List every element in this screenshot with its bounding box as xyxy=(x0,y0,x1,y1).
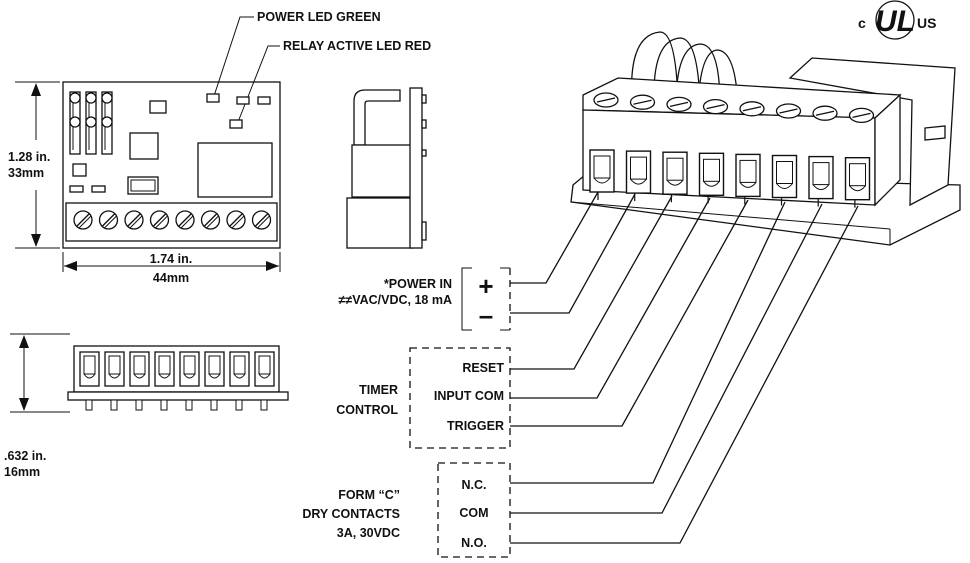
iso-screw xyxy=(775,103,802,119)
iso-screw xyxy=(739,101,765,117)
iso-screw xyxy=(666,96,692,113)
dimension-top-view: 1.28 in. 33mm 1.74 in. 44mm xyxy=(8,81,281,285)
terminal-screw xyxy=(200,210,221,230)
pin xyxy=(185,399,193,411)
terminal-screw xyxy=(73,210,93,230)
no-label: N.O. xyxy=(461,536,487,550)
iso-screw xyxy=(848,107,875,124)
pin xyxy=(260,399,268,411)
com-label: COM xyxy=(459,506,488,520)
pin xyxy=(160,399,168,411)
connection-wires xyxy=(510,191,859,544)
input-com-label: INPUT COM xyxy=(434,389,504,403)
nc-label: N.C. xyxy=(462,478,487,492)
iso-slot xyxy=(735,153,761,198)
width-inches: 1.74 in. xyxy=(150,252,192,266)
terminal-slot xyxy=(154,351,175,387)
depth-inches: .632 in. xyxy=(4,449,46,463)
iso-slot xyxy=(625,150,652,194)
iso-screw xyxy=(593,92,619,108)
pin xyxy=(235,399,243,411)
control-label: CONTROL xyxy=(336,403,398,417)
iso-screw xyxy=(812,105,838,121)
terminal-screw xyxy=(149,210,170,230)
depth-mm: 16mm xyxy=(4,465,40,479)
isometric-wire-leads xyxy=(597,192,856,208)
iso-slot xyxy=(771,154,798,199)
ul-certification-mark: c UL US xyxy=(858,0,936,40)
board-top-view xyxy=(62,81,281,249)
terminal-slot xyxy=(79,351,100,387)
terminal-slot xyxy=(129,351,150,387)
terminal-block-isometric xyxy=(570,31,961,246)
iso-slot xyxy=(662,151,688,195)
board-side-view xyxy=(346,87,427,249)
timer-label: TIMER xyxy=(359,383,398,397)
terminal-slot xyxy=(204,351,225,387)
ul-us-label: US xyxy=(917,15,936,31)
trigger-label: TRIGGER xyxy=(447,419,504,433)
reset-label: RESET xyxy=(462,361,504,375)
terminal-screw xyxy=(124,210,144,230)
power-spec-label: ≠≠VAC/VDC, 18 mA xyxy=(338,293,452,307)
height-mm: 33mm xyxy=(8,166,44,180)
dimension-depth: .632 in. 16mm xyxy=(4,333,70,479)
iso-screw xyxy=(629,94,656,110)
ul-logo-text: UL xyxy=(875,5,915,38)
iso-screw xyxy=(702,98,729,115)
iso-slot xyxy=(808,155,834,200)
top-view-terminal-screws xyxy=(73,210,272,230)
timer-control-group: TIMER CONTROL RESET INPUT COM TRIGGER xyxy=(336,347,511,449)
front-view-pins xyxy=(85,399,268,411)
led-callouts: POWER LED GREEN RELAY ACTIVE LED RED xyxy=(213,10,431,123)
iso-slot xyxy=(844,156,871,201)
ul-c-label: c xyxy=(858,15,866,31)
width-mm: 44mm xyxy=(153,271,189,285)
iso-slot xyxy=(589,149,615,193)
pin xyxy=(85,399,93,411)
plus-terminal-label: + xyxy=(478,271,493,301)
contact-rating-label: 3A, 30VDC xyxy=(337,526,400,540)
terminal-screw xyxy=(251,210,272,230)
minus-terminal-label: – xyxy=(479,300,493,330)
pin xyxy=(210,399,218,411)
power-led-callout: POWER LED GREEN xyxy=(257,10,381,24)
isometric-terminal-slots xyxy=(589,149,871,201)
form-c-label: FORM “C” xyxy=(338,488,400,502)
terminal-screw xyxy=(175,210,195,230)
terminal-screw xyxy=(98,210,119,230)
height-inches: 1.28 in. xyxy=(8,150,50,164)
pin xyxy=(135,399,143,411)
board-front-view xyxy=(67,345,289,411)
terminal-screw xyxy=(226,210,246,230)
dry-contacts-label: DRY CONTACTS xyxy=(302,507,400,521)
terminal-slot xyxy=(179,351,200,387)
terminal-slot xyxy=(254,351,275,387)
isometric-screws xyxy=(593,92,875,124)
pin xyxy=(110,399,118,411)
power-in-group: *POWER IN ≠≠VAC/VDC, 18 mA + – xyxy=(338,267,511,331)
terminal-slot xyxy=(104,351,125,387)
iso-slot xyxy=(698,152,725,197)
terminal-slot xyxy=(229,351,250,387)
relay-led-callout: RELAY ACTIVE LED RED xyxy=(283,39,431,53)
dry-contacts-group: FORM “C” DRY CONTACTS 3A, 30VDC N.C. COM… xyxy=(302,462,511,558)
power-in-label: *POWER IN xyxy=(384,277,452,291)
front-view-terminal-slots xyxy=(79,351,275,387)
